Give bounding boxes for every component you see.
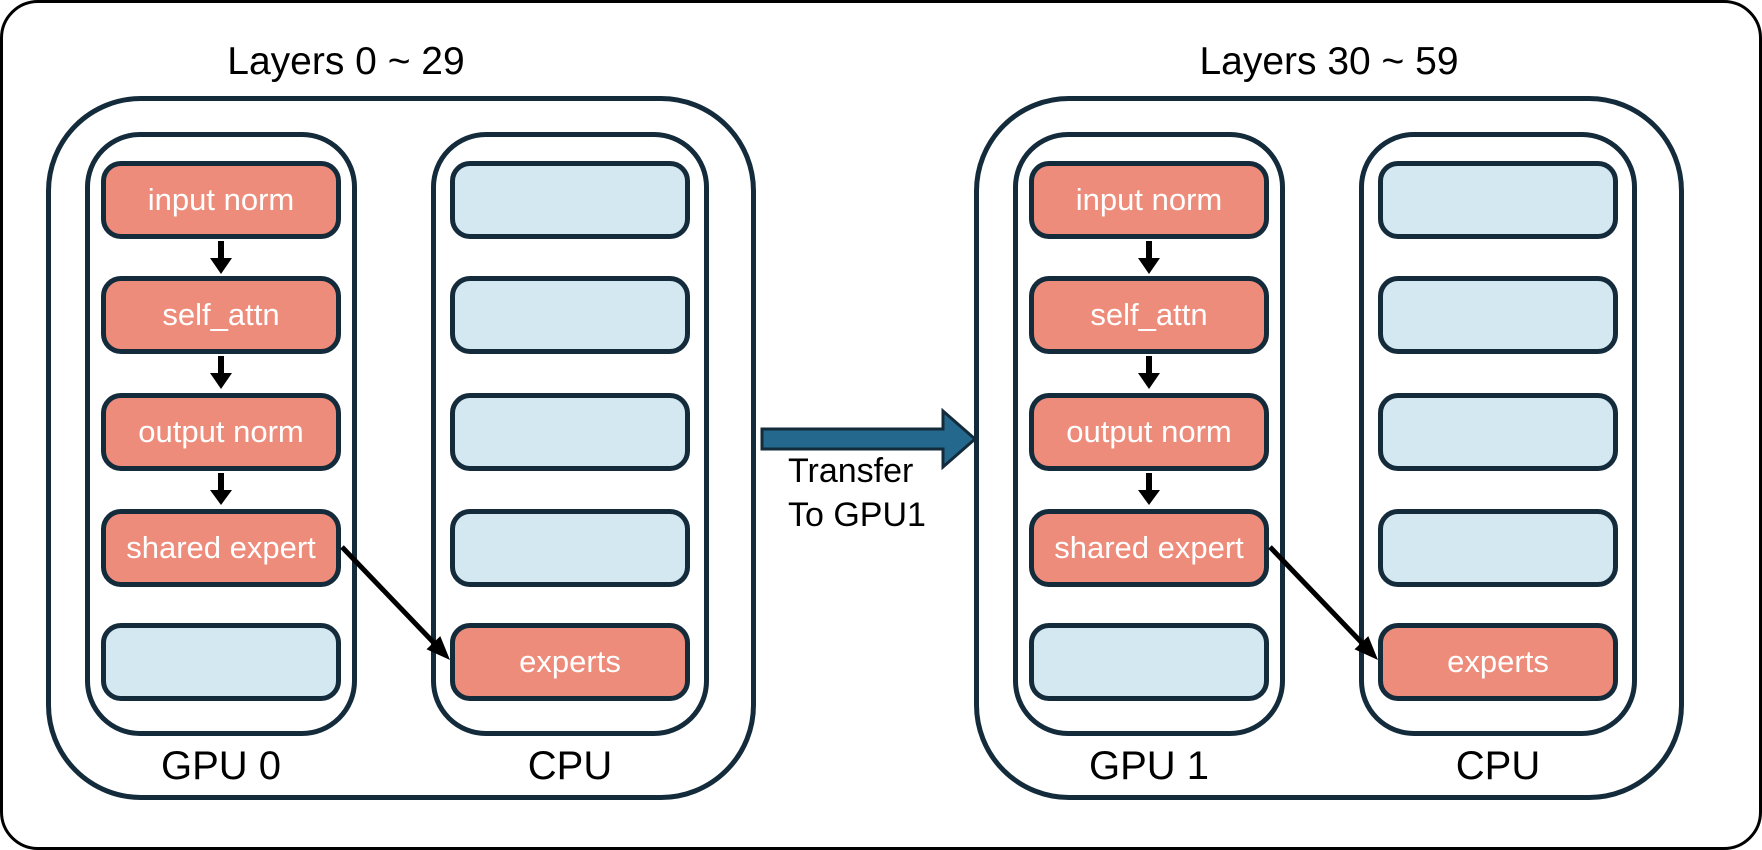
empty-block [450, 393, 690, 471]
output-norm-block: output norm [101, 393, 341, 471]
shared-expert-block: shared expert [1029, 509, 1269, 587]
transfer-label-line1: Transfer [788, 452, 914, 490]
empty-block [450, 161, 690, 239]
input-norm-block: input norm [101, 161, 341, 239]
empty-block [1378, 393, 1618, 471]
cpu-label: CPU [1455, 744, 1541, 788]
transfer-label: Transfer To GPU1 [788, 449, 926, 537]
self-attn-block: self_attn [1029, 276, 1269, 354]
gpu1-column: input norm self_attn output norm shared … [1013, 132, 1285, 736]
cpu-column: experts [1359, 132, 1637, 736]
gpu0-label: GPU 0 [160, 744, 282, 788]
layer-group-30-59: input norm self_attn output norm shared … [974, 96, 1684, 800]
group-title-layers-0-29: Layers 0 ~ 29 [227, 40, 465, 83]
transfer-arrow [760, 407, 978, 471]
cpu-column: experts [431, 132, 709, 736]
experts-block: experts [450, 623, 690, 701]
empty-block [1029, 623, 1269, 701]
cpu-label: CPU [527, 744, 613, 788]
empty-block [1378, 161, 1618, 239]
transfer-label-line2: To GPU1 [788, 496, 926, 534]
empty-block [450, 509, 690, 587]
empty-block [1378, 276, 1618, 354]
shared-expert-block: shared expert [101, 509, 341, 587]
gpu1-label: GPU 1 [1088, 744, 1210, 788]
self-attn-block: self_attn [101, 276, 341, 354]
output-norm-block: output norm [1029, 393, 1269, 471]
empty-block [450, 276, 690, 354]
group-title-layers-30-59: Layers 30 ~ 59 [1199, 40, 1459, 83]
input-norm-block: input norm [1029, 161, 1269, 239]
gpu0-column: input norm self_attn output norm shared … [85, 132, 357, 736]
experts-block: experts [1378, 623, 1618, 701]
empty-block [101, 623, 341, 701]
layer-group-0-29: input norm self_attn output norm shared … [46, 96, 756, 800]
empty-block [1378, 509, 1618, 587]
